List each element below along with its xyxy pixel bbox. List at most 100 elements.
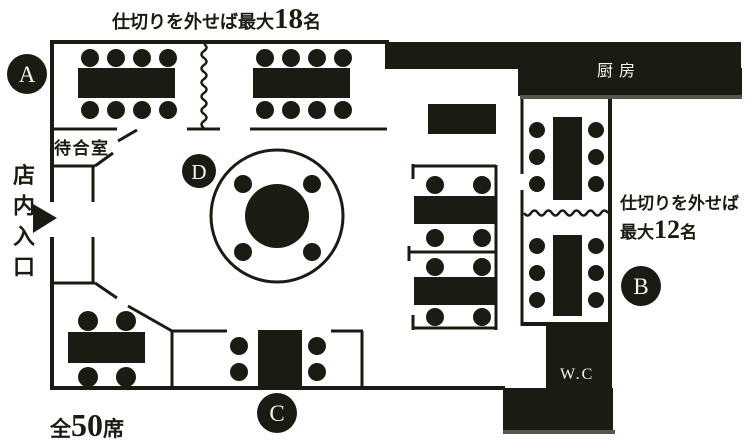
chair xyxy=(256,49,274,67)
wc-block-lower xyxy=(503,388,613,430)
top-note-prefix: 仕切りを外せば最大 xyxy=(111,11,274,33)
chair xyxy=(334,49,352,67)
chair xyxy=(282,101,300,119)
chair xyxy=(78,311,98,331)
table-right-1 xyxy=(553,117,582,200)
chair xyxy=(308,337,326,355)
section-d-badge xyxy=(182,154,216,188)
chair xyxy=(334,101,352,119)
entrance-label: 店内入口 xyxy=(13,163,35,281)
chair xyxy=(588,149,604,165)
table-middle-1 xyxy=(414,196,497,224)
chair xyxy=(473,308,491,326)
kitchen-block-lower xyxy=(518,68,742,96)
chair xyxy=(107,49,125,67)
section-b-label: B xyxy=(633,274,648,299)
top-note-suffix: 名 xyxy=(303,11,321,33)
removable-partition-squiggle xyxy=(200,42,208,130)
wall xyxy=(117,128,138,143)
shapes-layer xyxy=(50,40,742,434)
wall xyxy=(94,151,114,168)
chair xyxy=(473,229,491,247)
right-note-number: 12 xyxy=(654,215,680,244)
chair xyxy=(588,238,604,254)
chair xyxy=(234,175,252,193)
chair xyxy=(426,176,444,194)
top-note: 仕切りを外せば最大18名 xyxy=(111,3,321,35)
wc-label: W.C xyxy=(560,366,594,383)
entrance-label-char: 口 xyxy=(13,255,35,281)
right-note-line1: 仕切りを外せば xyxy=(619,193,739,214)
section-c-badge xyxy=(257,393,297,433)
removable-partition-squiggle xyxy=(522,209,610,217)
round-table-top xyxy=(245,184,309,248)
section-c-label: C xyxy=(269,401,284,426)
table-bottom-left xyxy=(68,332,145,363)
chair xyxy=(308,101,326,119)
right-note-line2: 最大12名 xyxy=(620,215,697,244)
chair xyxy=(78,367,98,387)
chair xyxy=(529,149,545,165)
chair xyxy=(230,363,248,381)
chair xyxy=(529,292,545,308)
chair xyxy=(303,175,321,193)
chair xyxy=(234,243,252,261)
table-right-2 xyxy=(553,235,582,316)
chair xyxy=(81,49,99,67)
kitchen-label: 厨房 xyxy=(597,61,641,80)
chair xyxy=(159,101,177,119)
chair xyxy=(159,49,177,67)
wc-shadow xyxy=(503,430,615,434)
chair xyxy=(282,49,300,67)
chair xyxy=(81,101,99,119)
waiting-room-label: 待合室 xyxy=(54,138,110,159)
chair xyxy=(588,292,604,308)
chair xyxy=(308,363,326,381)
chair xyxy=(529,122,545,138)
table-a1 xyxy=(78,68,175,98)
chair xyxy=(230,337,248,355)
wall xyxy=(94,281,118,300)
chair xyxy=(529,265,545,281)
section-d-label: D xyxy=(191,160,206,184)
total-seats-prefix: 全 xyxy=(49,416,72,441)
table-c xyxy=(258,330,302,388)
kitchen-shadow xyxy=(520,95,742,99)
table-a2 xyxy=(253,68,350,98)
chair xyxy=(303,243,321,261)
wc-block-upper xyxy=(546,324,612,388)
total-seats: 全50席 xyxy=(49,407,124,443)
entrance-label-char: 店 xyxy=(13,163,35,189)
service-counter xyxy=(428,104,496,134)
total-seats-suffix: 席 xyxy=(103,416,124,441)
chair xyxy=(133,49,151,67)
chair xyxy=(529,238,545,254)
chair xyxy=(588,122,604,138)
chair xyxy=(256,101,274,119)
right-note-suffix: 名 xyxy=(680,222,697,243)
chair xyxy=(107,101,125,119)
chair xyxy=(308,49,326,67)
chair xyxy=(473,176,491,194)
chair xyxy=(133,101,151,119)
entrance-label-char: 内 xyxy=(13,194,35,220)
chair xyxy=(588,176,604,192)
chair xyxy=(426,258,444,276)
chair xyxy=(116,311,136,331)
right-note-prefix: 最大 xyxy=(620,222,654,243)
chair xyxy=(529,176,545,192)
entrance-arrow-icon xyxy=(33,204,57,233)
chair xyxy=(426,229,444,247)
table-middle-2 xyxy=(414,277,497,305)
chair xyxy=(588,265,604,281)
chair xyxy=(473,258,491,276)
entrance-label-char: 入 xyxy=(13,224,35,250)
wall xyxy=(127,304,173,333)
chair xyxy=(426,308,444,326)
total-seats-number: 50 xyxy=(71,407,103,443)
section-a-badge xyxy=(7,54,47,94)
section-b-badge xyxy=(621,266,661,306)
top-note-number: 18 xyxy=(274,3,303,35)
text-layer: 仕切りを外せば最大18名 仕切りを外せば 最大12名 全50席 厨房 待合室 W… xyxy=(7,3,739,443)
